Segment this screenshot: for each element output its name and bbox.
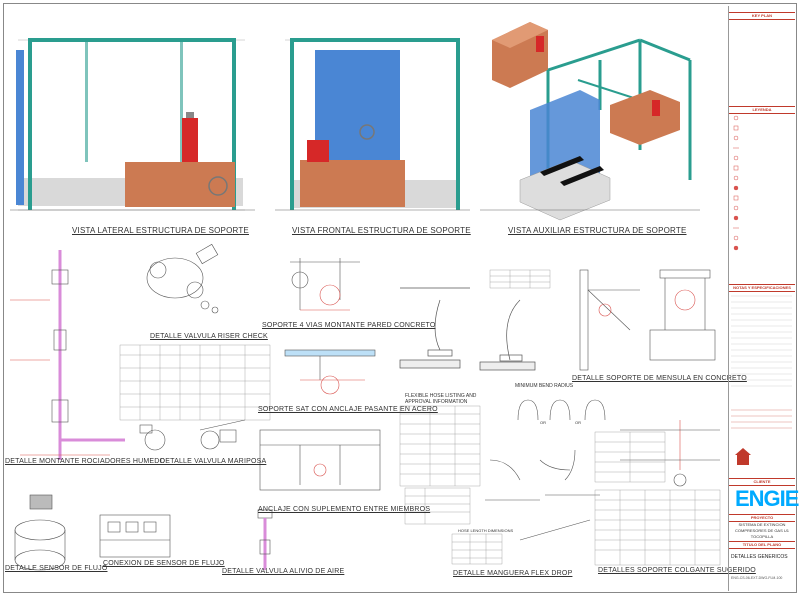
proyecto-line-2: COMPRESORES DE GAS U1 bbox=[734, 528, 789, 533]
hose-bottom-tables bbox=[404, 487, 503, 565]
title-sensor-flujo: DETALLE SENSOR DE FLUJO bbox=[5, 565, 108, 572]
title-alivio-aire: DETALLE VALVULA ALIVIO DE AIRE bbox=[222, 568, 345, 575]
flex-hose-heading: FLEXIBLE HOSE LISTING AND bbox=[405, 393, 477, 399]
frontal-view-drawing bbox=[275, 38, 470, 211]
leyenda-header: LEYENDA bbox=[729, 106, 795, 114]
montante-drawing bbox=[10, 250, 125, 460]
cliente-header: CLIENTE bbox=[729, 478, 795, 486]
title-montante: DETALLE MONTANTE ROCIADORES HUMEDO bbox=[5, 458, 166, 465]
title-mariposa: DETALLE VALVULA MARIPOSA bbox=[160, 458, 267, 465]
flex-hose-drawing bbox=[399, 287, 536, 371]
key-plan-header: KEY PLAN bbox=[729, 12, 795, 20]
colgante-drawing bbox=[620, 420, 720, 487]
title-vista-auxiliar: VISTA AUXILIAR ESTRUCTURA DE SOPORTE bbox=[508, 226, 687, 235]
title-mensula: DETALLE SOPORTE DE MENSULA EN CONCRETO bbox=[572, 375, 747, 382]
numero-plano: ENG-CS-06-EXT-DWG-FLM-100 bbox=[731, 576, 783, 580]
or-label-2: OR bbox=[575, 420, 581, 425]
engie-logo: ENGIE bbox=[735, 486, 799, 511]
title-vista-lateral: VISTA LATERAL ESTRUCTURA DE SOPORTE bbox=[72, 226, 249, 235]
sheet-border bbox=[3, 3, 797, 593]
sensor-flujo-drawing bbox=[14, 494, 66, 571]
title-soporte-sat: SOPORTE SAT CON ANCLAJE PASANTE EN ACERO bbox=[258, 406, 438, 413]
proyecto-line-1: SISTEMA DE EXTINCION bbox=[738, 522, 786, 527]
or-label-1: OR bbox=[540, 420, 546, 425]
title-vista-frontal: VISTA FRONTAL ESTRUCTURA DE SOPORTE bbox=[292, 226, 471, 235]
proyecto-header: PROYECTO bbox=[729, 514, 795, 522]
mariposa-drawing bbox=[139, 419, 246, 451]
title-soporte-4-vias: SOPORTE 4 VIAS MONTANTE PARED CONCRETO bbox=[262, 322, 436, 329]
flex-hose-table bbox=[399, 405, 481, 487]
title-manguera: DETALLE MANGUERA FLEX DROP bbox=[453, 570, 573, 577]
approval-heading: APPROVAL INFORMATION bbox=[405, 399, 468, 405]
auxiliar-view-drawing bbox=[480, 22, 700, 221]
title-block: KEY PLAN LEYENDA NOTAS Y ESPECIFICACIONE… bbox=[728, 6, 795, 591]
logo-house-icon bbox=[735, 448, 751, 465]
lateral-view-drawing bbox=[10, 38, 255, 211]
titulo-plano: DETALLES GENERICOS bbox=[731, 554, 788, 560]
hose-length-heading: HOSE LENGTH DIMENSIONS bbox=[458, 528, 514, 533]
proyecto-line-3: TOCOPILLA bbox=[750, 534, 774, 539]
revision-lines bbox=[731, 409, 792, 429]
title-colgante: DETALLES SOPORTE COLGANTE SUGERIDO bbox=[598, 567, 756, 574]
colgante-tables bbox=[594, 431, 721, 566]
notes-lines bbox=[731, 289, 792, 387]
riser-check-drawing bbox=[146, 243, 219, 314]
notas-header: NOTAS Y ESPECIFICACIONES bbox=[729, 284, 795, 292]
riser-check-table bbox=[119, 344, 271, 421]
title-riser-check: DETALLE VALVULA RISER CHECK bbox=[150, 333, 268, 340]
titulo-header: TITULO DEL PLANO bbox=[729, 541, 795, 549]
soporte-sat-drawing bbox=[284, 349, 376, 395]
mensula-drawing bbox=[579, 269, 716, 371]
title-conexion-sensor: CONEXION DE SENSOR DE FLUJO bbox=[103, 560, 225, 567]
conexion-sensor-drawing bbox=[99, 514, 171, 558]
title-anclaje: ANCLAJE CON SUPLEMENTO ENTRE MIEMBROS bbox=[258, 506, 431, 513]
alivio-aire-drawing bbox=[257, 509, 273, 570]
min-bend-drawing bbox=[485, 399, 606, 541]
anclaje-drawing bbox=[259, 429, 381, 491]
hose-spec-table bbox=[489, 269, 551, 289]
min-bend-heading: MINIMUM BEND RADIUS bbox=[515, 383, 574, 389]
legend-symbols bbox=[733, 115, 739, 251]
soporte-4-vias-drawing bbox=[290, 258, 360, 311]
